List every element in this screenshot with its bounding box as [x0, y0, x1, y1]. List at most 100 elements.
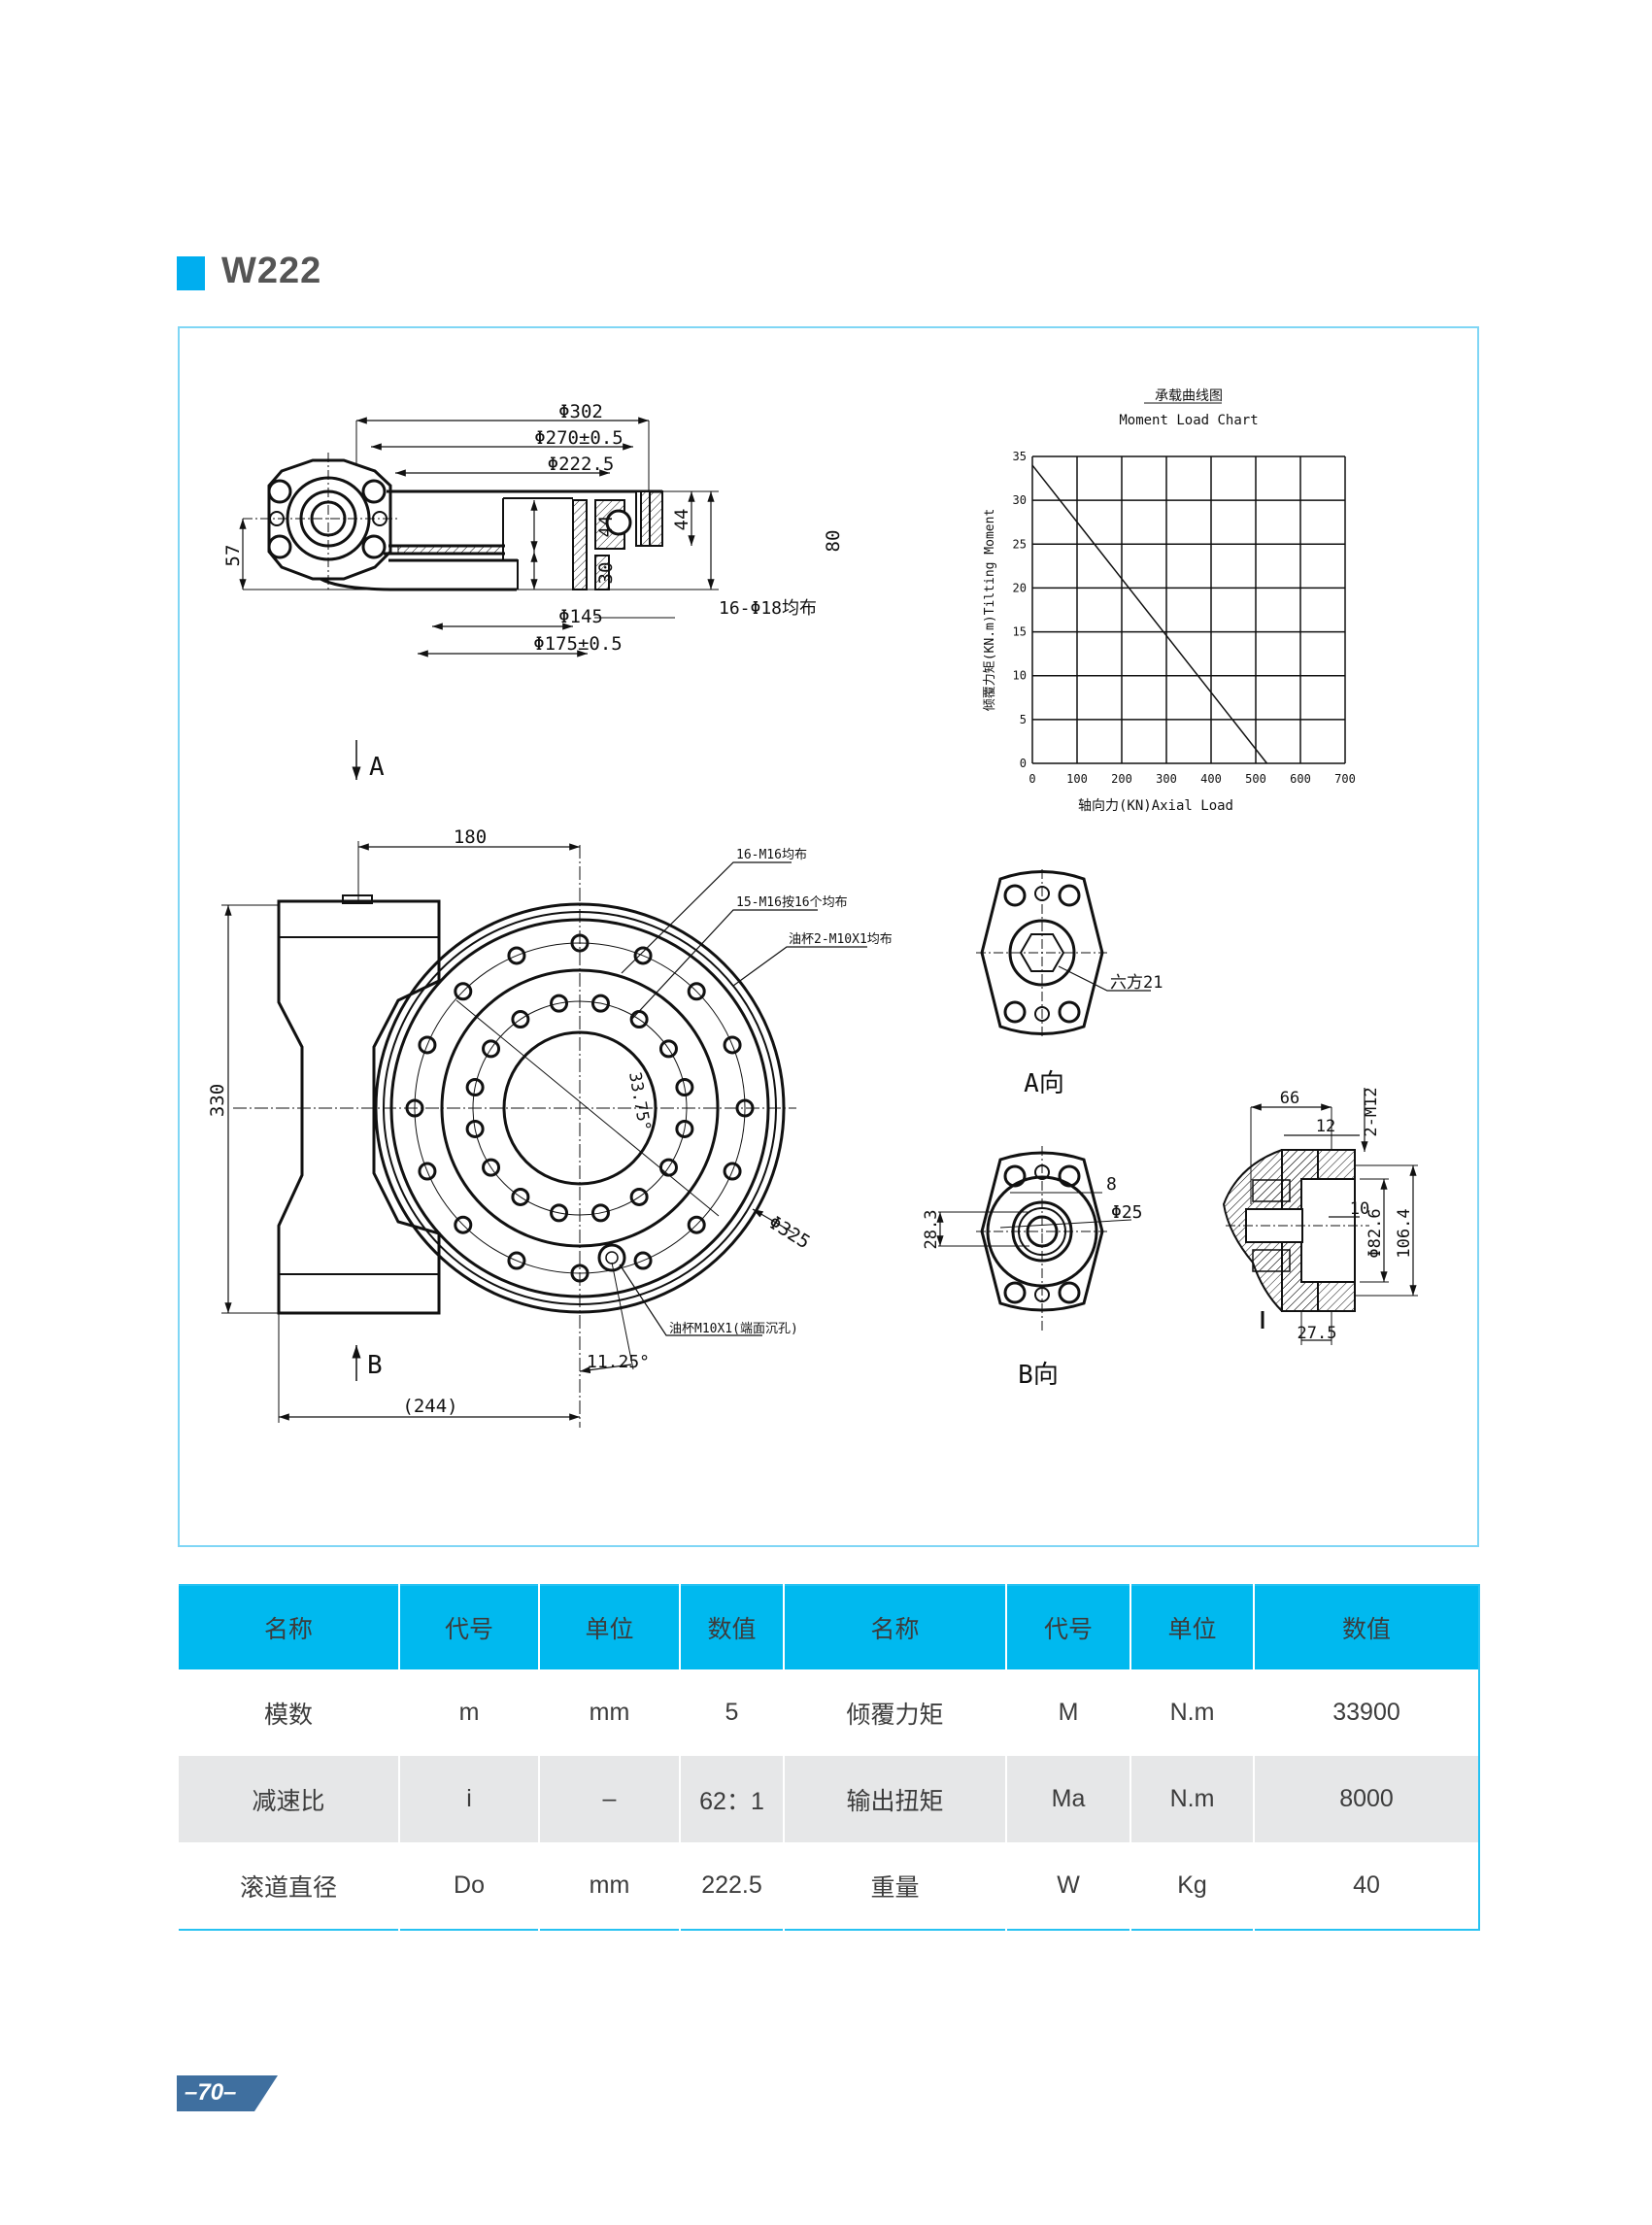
inner-mount-hole [550, 994, 569, 1013]
dim-66: 66 [1280, 1089, 1299, 1108]
chart-ytick-label: 0 [1020, 757, 1027, 770]
inner-mount-hole [675, 1078, 694, 1097]
dim-d25: Φ25 [1111, 1202, 1143, 1223]
note-grease-m10: 油杯M10X1(端面沉孔) [669, 1322, 798, 1336]
chart-ytick-label: 10 [1013, 669, 1027, 683]
outer-mount-hole [723, 1162, 742, 1181]
dim-10: 10 [1350, 1199, 1369, 1219]
chart-xtick-label: 100 [1066, 772, 1088, 786]
page-number: –70– [185, 2079, 237, 2106]
bearing [1252, 1249, 1291, 1272]
dim-11-25-deg: 11.25° [587, 1352, 650, 1372]
outer-mount-hole [507, 946, 526, 965]
page-number-badge: –70– [177, 2075, 278, 2111]
table-cell: i [398, 1756, 539, 1842]
dim-57: 57 [222, 545, 244, 567]
bolt-hole [267, 534, 292, 559]
dim-d175: Φ175±0.5 [533, 633, 623, 655]
inner-mount-hole [511, 1010, 530, 1029]
bearing [1252, 1179, 1291, 1202]
table-cell: 33900 [1253, 1669, 1479, 1756]
chart-xtick-label: 300 [1156, 772, 1177, 786]
note-15-m16: 15-M16按16个均布 [736, 895, 848, 910]
outer-mount-hole [633, 946, 653, 965]
outer-ring-section [572, 499, 588, 590]
header-cell: 数值 [679, 1585, 784, 1669]
drawing-frame [178, 326, 1479, 1547]
chart-ytick-label: 25 [1013, 537, 1027, 551]
chart-xtick-label: 0 [1028, 772, 1035, 786]
header-cell: 代号 [1005, 1585, 1130, 1669]
dim-80: 80 [823, 530, 844, 553]
outer-mount-hole [723, 1035, 742, 1055]
chart-ytick-label: 35 [1013, 450, 1027, 463]
inner-mount-hole [675, 1119, 694, 1138]
chart-ytick-label: 15 [1013, 625, 1027, 639]
view-a-label: A向 [1024, 1069, 1064, 1098]
outer-mount-hole [418, 1162, 437, 1181]
outer-mount-hole [454, 982, 473, 1001]
table-cell: m [398, 1669, 539, 1756]
chart-ylabel: 倾覆力矩(KN.m)Tilting Moment [983, 509, 997, 712]
main-view: 180 330 (244) 33.75° Φ325 11.25° 16-M16均… [207, 740, 893, 1428]
page-badge-shape [177, 2075, 278, 2111]
table-cell: 40 [1253, 1842, 1479, 1930]
chart-xtick-label: 700 [1334, 772, 1356, 786]
chart-xtick-label: 500 [1245, 772, 1266, 786]
outer-mount-hole [687, 982, 706, 1001]
dim-12: 12 [1316, 1117, 1335, 1136]
table-cell: 滚道直径 [177, 1842, 399, 1930]
chart-title: 承载曲线图 [1155, 388, 1223, 404]
arrow-a-label: A [369, 753, 385, 782]
chart-series-line [1031, 464, 1268, 764]
table-cell: W [1005, 1842, 1130, 1930]
chart-xtick-label: 400 [1200, 772, 1222, 786]
arrow-b-label: B [367, 1351, 383, 1380]
header-cell: 名称 [783, 1585, 1006, 1669]
table-cell: 5 [679, 1669, 784, 1756]
inner-mount-hole [629, 1187, 649, 1206]
outer-mount-hole [687, 1215, 706, 1234]
table-cell: – [538, 1756, 680, 1842]
table-cell: Do [398, 1842, 539, 1930]
view-b-label: B向 [1018, 1361, 1059, 1390]
top-view: Φ302 Φ270±0.5 Φ222.5 Φ145 Φ175±0.5 57 44… [222, 401, 844, 657]
outer-mount-hole [418, 1035, 437, 1055]
table-cell: mm [538, 1842, 680, 1930]
chart-xtick-label: 200 [1111, 772, 1132, 786]
header-cell: 数值 [1253, 1585, 1479, 1669]
chart-xtick-label: 600 [1290, 772, 1311, 786]
dim-d82-6: Φ82.6 [1365, 1208, 1385, 1258]
dim-28-3: 28.3 [922, 1210, 941, 1250]
inner-mount-hole [482, 1158, 501, 1177]
chart-ytick-label: 30 [1013, 493, 1027, 507]
table-cell: 输出扭矩 [783, 1756, 1006, 1842]
dim-330: 330 [207, 1084, 228, 1117]
dim-d325: Φ325 [764, 1212, 813, 1254]
table-cell: 模数 [177, 1669, 399, 1756]
dim-8: 8 [1106, 1174, 1117, 1195]
dim-27-5: 27.5 [1298, 1324, 1337, 1343]
dim-d270: Φ270±0.5 [534, 427, 624, 449]
table-cell: mm [538, 1669, 680, 1756]
inner-mount-hole [511, 1187, 530, 1206]
dim-30: 30 [595, 562, 617, 585]
outer-mount-hole [454, 1215, 473, 1234]
table-cell: 8000 [1253, 1756, 1479, 1842]
table-cell: Ma [1005, 1756, 1130, 1842]
chart-subtitle: Moment Load Chart [1119, 413, 1258, 428]
dim-d145: Φ145 [558, 606, 603, 627]
dim-44-inner: 44 [595, 516, 617, 538]
table-cell: Kg [1129, 1842, 1254, 1930]
note-hex-21: 六方21 [1110, 973, 1163, 993]
table-cell: 减速比 [177, 1756, 399, 1842]
inner-mount-hole [590, 1203, 610, 1223]
table-cell: 62：1 [679, 1756, 784, 1842]
table-header-row: 名称 代号 单位 数值 名称 代号 单位 数值 [177, 1585, 1479, 1669]
note-mount-holes: 16-Φ18均布 [719, 598, 817, 619]
header-cell: 名称 [177, 1585, 399, 1669]
